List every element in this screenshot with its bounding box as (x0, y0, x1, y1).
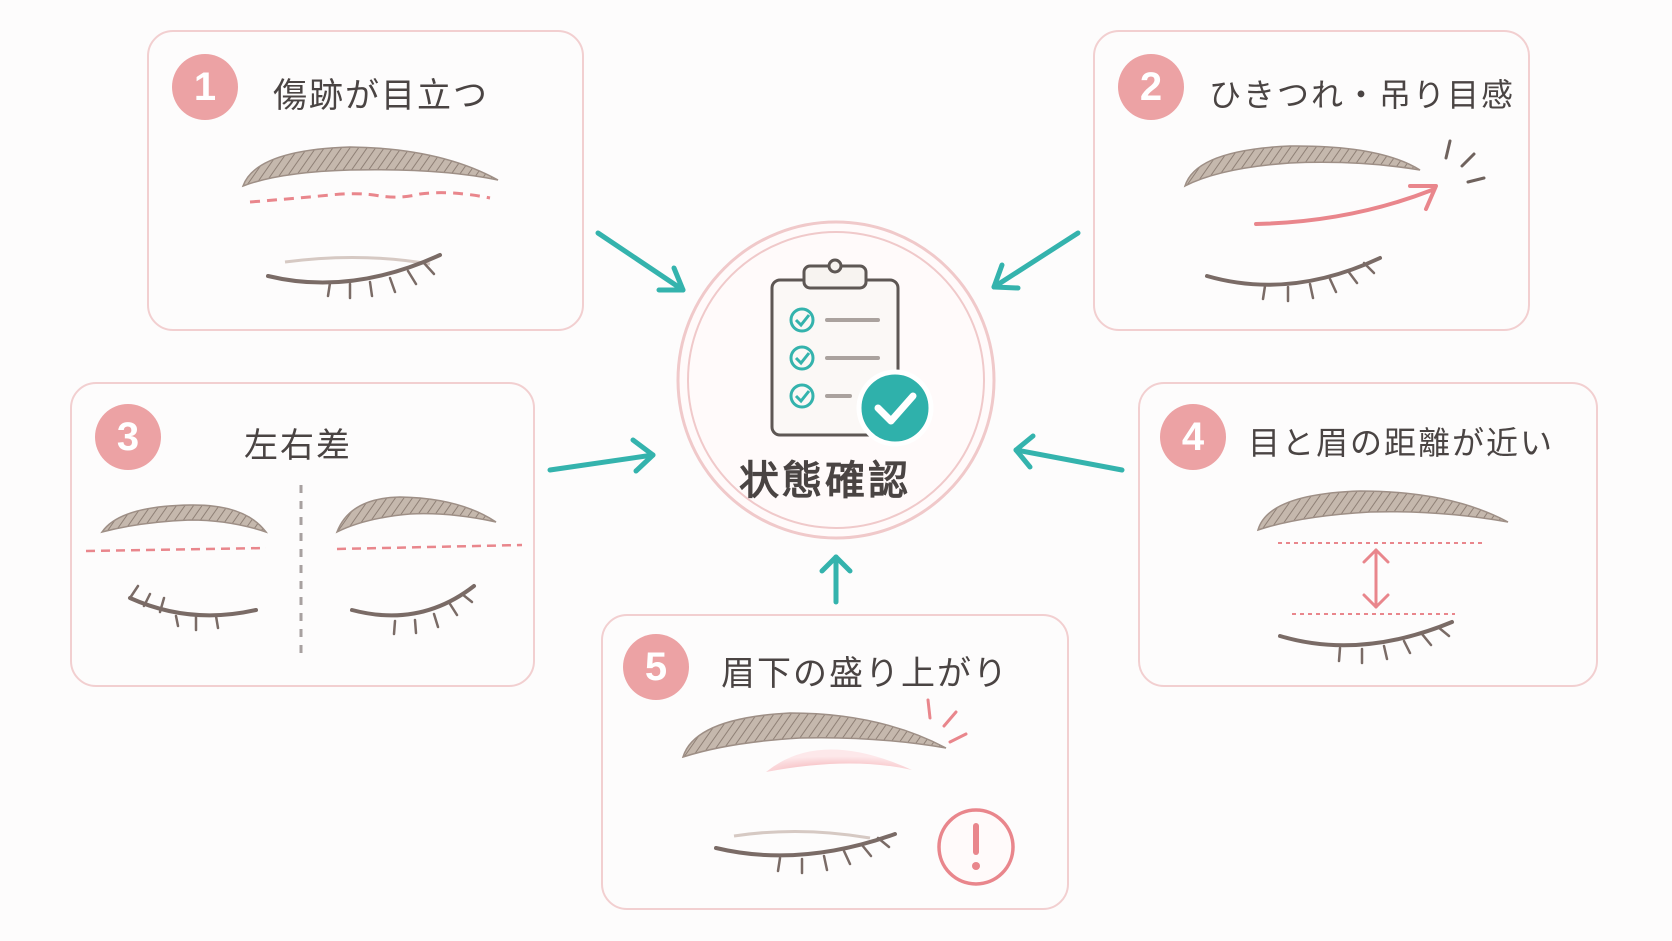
arrow-from-card-1 (595, 230, 686, 293)
card-4-illustration (1256, 490, 1509, 665)
card-2-number-badge: 2 (1118, 54, 1184, 120)
card-5: 5 眉下の盛り上がり (601, 614, 1069, 910)
card-3-number-badge: 3 (95, 404, 161, 470)
warning-icon (937, 808, 1015, 886)
card-5-title: 眉下の盛り上がり (721, 654, 1009, 694)
card-4: 4 目と眉の距離が近い (1138, 382, 1598, 687)
card-1-illustration (241, 146, 499, 300)
arrow-from-card-5 (819, 554, 853, 605)
card-2-title: ひきつれ・吊り目感 (1209, 76, 1516, 114)
card-4-title: 目と眉の距離が近い (1248, 424, 1555, 462)
center-label: 状態確認 (739, 458, 911, 504)
clipboard-checklist-icon (770, 258, 934, 447)
arrow-from-card-3 (547, 437, 656, 474)
card-1: 1 傷跡が目立つ (147, 30, 584, 331)
arrow-from-card-4 (1013, 433, 1125, 473)
card-2-illustration (1183, 139, 1486, 303)
card-2: 2 ひきつれ・吊り目感 (1093, 30, 1530, 331)
card-1-number-badge: 1 (172, 54, 238, 120)
card-1-title: 傷跡が目立つ (273, 76, 489, 116)
card-3: 3 左右差 (70, 382, 535, 687)
card-3-illustration (85, 485, 523, 660)
card-4-number-badge: 4 (1160, 404, 1226, 470)
card-5-number-badge: 5 (623, 634, 689, 700)
arrow-from-card-2 (991, 230, 1081, 291)
card-5-illustration (681, 698, 1015, 886)
card-3-title: 左右差 (244, 426, 352, 466)
distance-arrow-icon (1362, 548, 1390, 609)
